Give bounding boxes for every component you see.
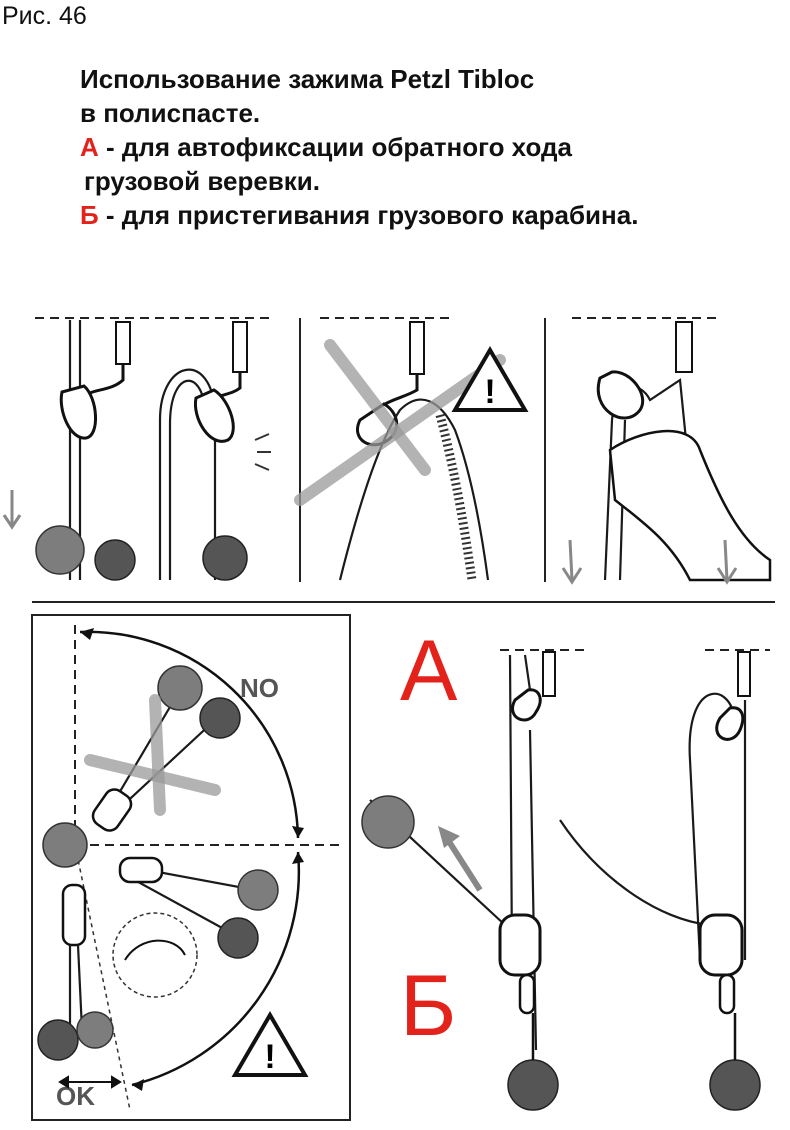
down-arrow-icon <box>2 490 22 530</box>
load-ball-icon <box>76 1011 114 1049</box>
rope-clamp-icon <box>718 973 736 1015</box>
rope-clamp-icon <box>511 688 542 722</box>
rope-clamp-icon <box>59 384 98 440</box>
label-no: NO <box>240 673 279 703</box>
load-ball-icon <box>199 697 241 739</box>
caption-item-a-cont: грузовой веревки. <box>84 166 321 196</box>
load-ball-icon <box>202 535 248 581</box>
rope-clamp-icon <box>715 706 745 741</box>
top-panel-2: ! <box>294 317 529 581</box>
load-ball-icon <box>37 1019 79 1061</box>
carabiner-icon <box>675 321 693 373</box>
rope-clamp-icon <box>193 388 235 443</box>
load-ball-icon <box>217 917 259 959</box>
caption-item-a: А - для автофиксации обратного хода <box>80 130 638 164</box>
label-ok: OK <box>56 1081 95 1111</box>
carabiner-icon <box>498 913 542 977</box>
carabiner-icon <box>409 321 425 375</box>
carabiner-icon <box>91 788 133 832</box>
caption-line-1: Использование зажима Petzl Tibloc <box>80 64 535 94</box>
warning-glyph: ! <box>484 373 495 411</box>
caption-letter-b: Б <box>80 200 99 230</box>
down-arrow-icon <box>561 539 583 585</box>
caption-text-a: - для автофиксации обратного хода <box>98 132 572 162</box>
carabiner-icon <box>118 856 164 884</box>
load-ball-icon <box>42 822 88 868</box>
load-ball-icon <box>157 665 203 711</box>
load-ball-icon <box>709 1059 761 1111</box>
figure-caption: Использование зажима Petzl Tibloc в поли… <box>80 62 638 232</box>
label-a: А <box>400 623 458 719</box>
carabiner-icon <box>232 321 248 373</box>
pulley-panel: А Б <box>361 623 770 1111</box>
load-ball-icon <box>237 869 279 911</box>
top-panel-3 <box>561 317 772 585</box>
caption-letter-a: А <box>80 132 99 162</box>
caption-item-b: Б - для пристегивания грузового карабина… <box>80 198 638 232</box>
load-ball-icon <box>507 1059 559 1111</box>
carabiner-icon <box>542 651 556 697</box>
carabiner-icon <box>737 651 751 697</box>
load-ball-icon <box>94 539 136 581</box>
down-arrow-icon <box>716 539 738 585</box>
figure-number: Рис. 46 <box>2 2 87 30</box>
top-panel-1 <box>2 317 271 581</box>
carabiner-icon <box>115 321 131 365</box>
warning-glyph-2: ! <box>264 1038 275 1076</box>
rope-clamp-icon <box>518 973 536 1015</box>
warning-triangle-icon <box>451 346 529 412</box>
rope-clamp-icon <box>596 370 645 420</box>
warning-triangle-icon <box>231 1011 309 1077</box>
load-ball-icon <box>361 795 415 849</box>
load-ball-icon <box>35 525 85 575</box>
hand-icon <box>608 429 772 582</box>
carabiner-icon <box>61 883 87 947</box>
angle-panel: NO OK ! <box>31 614 351 1121</box>
label-b: Б <box>400 958 456 1054</box>
caption-text-b: - для пристегивания грузового карабина. <box>98 200 639 230</box>
carabiner-icon <box>698 913 744 977</box>
caption-line-2: в полиспасте. <box>80 98 261 128</box>
